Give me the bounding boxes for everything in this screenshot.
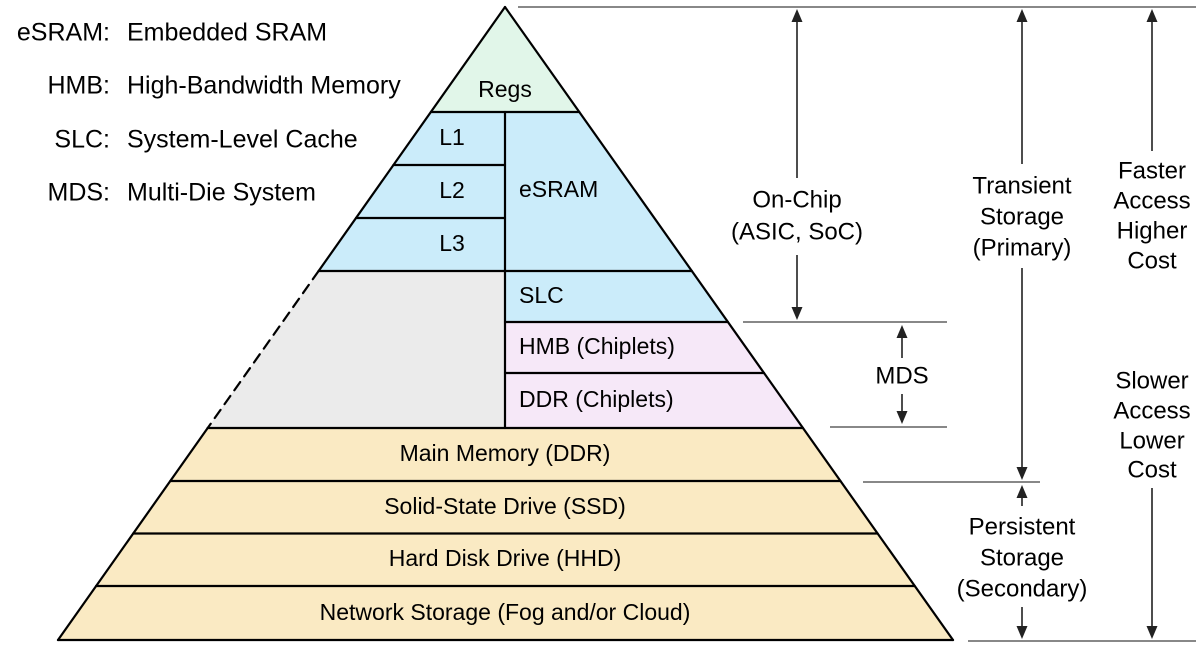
arrowhead-down-icon — [1016, 626, 1028, 639]
offchip-gray-region — [207, 271, 505, 428]
network-region — [58, 586, 953, 640]
l1-region — [393, 112, 505, 165]
esram-region — [505, 112, 692, 271]
faster-label-line2: Access — [1113, 187, 1190, 214]
pyramid-borders — [56, 5, 955, 642]
hdd-label: Hard Disk Drive (HHD) — [389, 545, 622, 571]
arrowhead-up-icon — [1016, 485, 1028, 498]
slower-label-line3: Lower — [1119, 427, 1184, 454]
arrowhead-down-icon — [896, 411, 908, 424]
transient-range-arrow — [1016, 9, 1028, 480]
hmb-label: HMB (Chiplets) — [519, 333, 675, 359]
legend-acronym-mds: MDS: — [48, 179, 111, 207]
pyramid-labels: Regs L1 L2 L3 eSRAM SLC HMB (Chiplets) D… — [320, 76, 691, 625]
main-memory-label: Main Memory (DDR) — [400, 440, 611, 466]
l1-label: L1 — [439, 124, 465, 150]
legend-definition-slc: System-Level Cache — [127, 126, 358, 154]
faster-label-line1: Faster — [1118, 157, 1186, 184]
hmb-region — [505, 322, 764, 373]
on-chip-annotation: On-Chip (ASIC, SoC) — [731, 186, 863, 245]
left-edge-dashed — [206, 269, 320, 430]
persistent-label-line2: Storage — [980, 544, 1064, 571]
transient-label-line1: Transient — [972, 172, 1071, 199]
persistent-label-line1: Persistent — [969, 513, 1076, 540]
reference-rails — [518, 6, 1196, 642]
legend-definition-mds: Multi-Die System — [127, 179, 316, 207]
faster-label-line4: Cost — [1127, 247, 1177, 274]
arrowhead-up-icon — [1146, 9, 1158, 22]
mds-label: MDS — [875, 362, 928, 389]
l2-label: L2 — [439, 177, 465, 203]
slower-annotation: Slower Access Lower Cost — [1113, 367, 1190, 483]
l3-region — [318, 218, 505, 271]
slower-label-line2: Access — [1113, 397, 1190, 424]
transient-label-line3: (Primary) — [973, 234, 1072, 261]
ddr-region — [505, 373, 803, 428]
persistent-range-arrow — [1016, 485, 1028, 639]
mds-range-arrow — [896, 325, 908, 424]
regs-region — [430, 7, 580, 112]
ddr-label: DDR (Chiplets) — [519, 386, 674, 412]
pyramid-region-fills — [58, 7, 953, 640]
persistent-annotation: Persistent Storage (Secondary) — [957, 513, 1088, 602]
arrowhead-up-icon — [896, 325, 908, 338]
network-label: Network Storage (Fog and/or Cloud) — [320, 599, 691, 625]
ssd-region — [133, 481, 878, 534]
faster-annotation: Faster Access Higher Cost — [1113, 157, 1190, 274]
esram-label: eSRAM — [519, 176, 598, 202]
legend-acronym-esram: eSRAM: — [17, 19, 110, 47]
slc-region — [505, 271, 728, 322]
legend-acronym-slc: SLC: — [54, 126, 110, 154]
slower-label-line4: Cost — [1127, 456, 1177, 483]
on-chip-label-line1: On-Chip — [752, 186, 841, 213]
arrowhead-up-icon — [791, 9, 803, 22]
persistent-label-line3: (Secondary) — [957, 575, 1088, 602]
left-edge-upper — [317, 5, 507, 273]
transient-annotation: Transient Storage (Primary) — [972, 172, 1071, 261]
on-chip-range-arrow — [791, 9, 803, 320]
regs-label: Regs — [478, 76, 532, 102]
legend-acronym-hmb: HMB: — [48, 72, 111, 100]
slc-label: SLC — [519, 282, 564, 308]
hdd-region — [96, 533, 915, 586]
l2-region — [356, 165, 505, 218]
faster-label-line3: Higher — [1117, 217, 1188, 244]
ssd-label: Solid-State Drive (SSD) — [384, 493, 626, 519]
legend-definition-esram: Embedded SRAM — [127, 19, 327, 47]
arrowhead-down-icon — [1146, 626, 1158, 639]
l3-label: L3 — [439, 230, 465, 256]
slower-label-line1: Slower — [1115, 367, 1188, 394]
legend: eSRAM: Embedded SRAM HMB: High-Bandwidth… — [17, 19, 401, 207]
faster-slower-range-arrow — [1146, 9, 1158, 639]
arrowhead-down-icon — [791, 307, 803, 320]
on-chip-label-line2: (ASIC, SoC) — [731, 218, 863, 245]
arrowhead-down-icon — [1016, 467, 1028, 480]
transient-label-line2: Storage — [980, 203, 1064, 230]
legend-definition-hmb: High-Bandwidth Memory — [127, 72, 401, 100]
arrowhead-up-icon — [1016, 9, 1028, 22]
main-memory-region — [170, 428, 841, 481]
